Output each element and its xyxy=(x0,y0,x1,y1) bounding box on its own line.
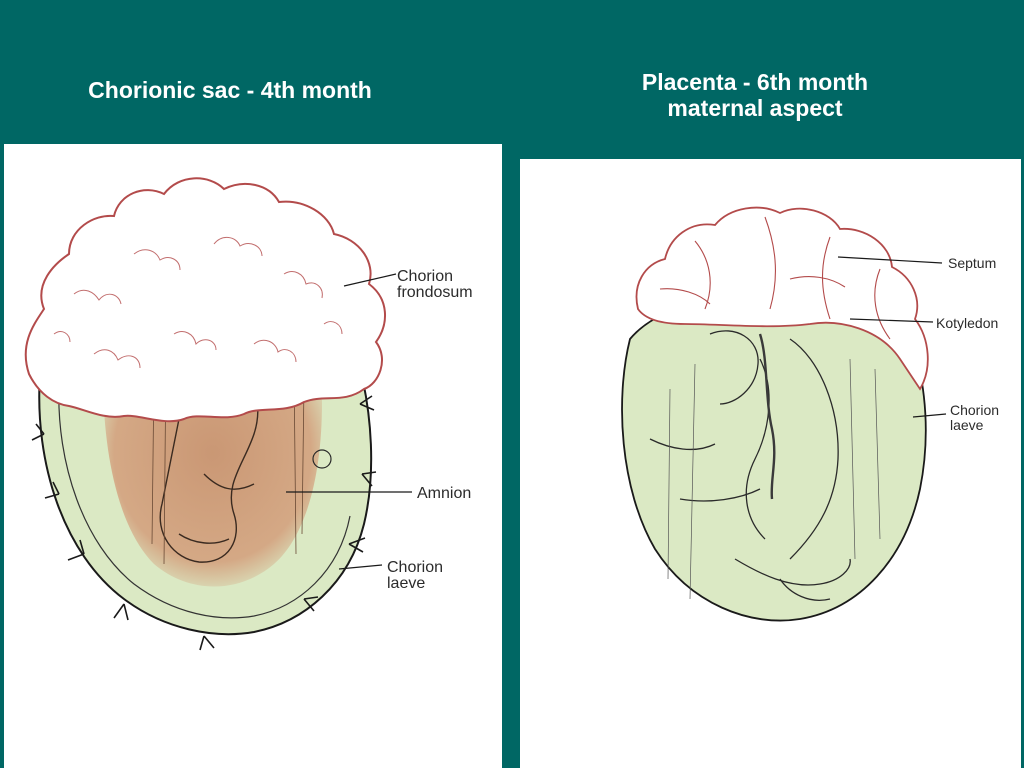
chorion-frondosum-villi xyxy=(24,177,387,423)
label-septum: Septum xyxy=(948,255,996,271)
left-image-panel: Chorion frondosum Amnion Chorion laeve xyxy=(4,144,502,768)
label-chorion-laeve-2: laeve xyxy=(950,417,984,433)
left-title: Chorionic sac - 4th month xyxy=(88,77,372,103)
cotyledon-borders xyxy=(659,216,891,340)
label-chorion-frondosum-1: Chorion xyxy=(397,268,453,285)
fetus-figure xyxy=(649,330,881,601)
placenta-cotyledons xyxy=(635,206,929,391)
placenta-illustration: Septum Kotyledon Chorion laeve xyxy=(621,206,999,622)
label-kotyledon: Kotyledon xyxy=(936,315,998,331)
label-leaders xyxy=(286,273,412,570)
label-chorion-laeve-1: Chorion xyxy=(387,559,443,576)
chorionic-sac-illustration: Chorion frondosum Amnion Chorion laeve xyxy=(24,177,473,651)
laeve-villi xyxy=(31,395,377,651)
villi-texture xyxy=(53,237,343,369)
label-amnion: Amnion xyxy=(417,485,471,502)
label-chorion-laeve-2: laeve xyxy=(387,575,425,592)
label-leaders xyxy=(837,256,947,418)
label-chorion-laeve-1: Chorion xyxy=(950,402,999,418)
yolk-sac xyxy=(312,449,332,469)
right-title-line-1: Placenta - 6th month xyxy=(641,69,869,95)
right-title-line-2: maternal aspect xyxy=(667,95,843,121)
inner-membrane-line xyxy=(58,383,351,619)
right-image-panel: Septum Kotyledon Chorion laeve xyxy=(520,159,1021,768)
right-title: Placenta - 6th month maternal aspect xyxy=(560,69,950,121)
label-chorion-frondosum-2: frondosum xyxy=(397,284,473,301)
